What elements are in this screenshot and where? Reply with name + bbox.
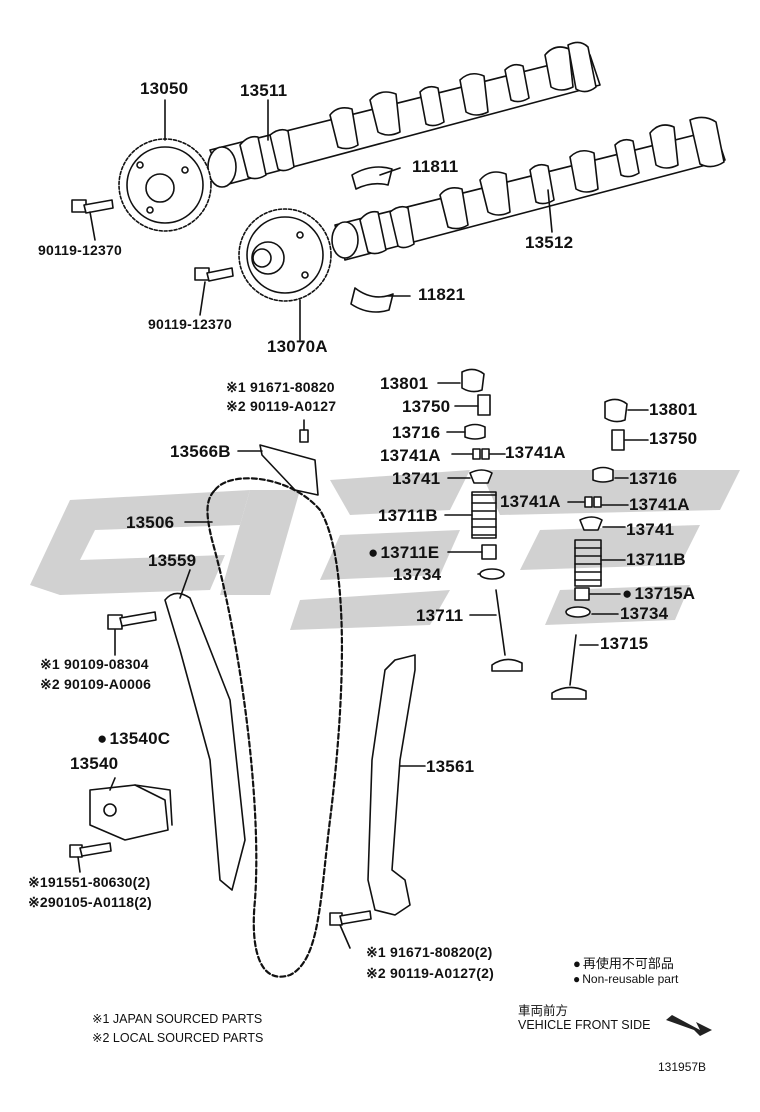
label-13801-left: 13801 [380, 374, 429, 393]
chain-guide-13561 [367, 654, 416, 916]
footnote-japan: ※1 JAPAN SOURCED PARTS [92, 1012, 263, 1026]
label-m2-90105-A0118: ※290105-A0118(2) [28, 894, 152, 910]
valve-cap-13716-left [464, 423, 486, 440]
label-13566B: 13566B [170, 442, 231, 461]
label-13741A-left-2: 13741A [505, 443, 566, 462]
label-13801-right: 13801 [649, 400, 698, 419]
label-11811: 11811 [412, 157, 459, 176]
direction-jp: 車両前方 [518, 1004, 569, 1018]
label-m1-91671-80820: ※1 91671-80820 [226, 379, 335, 395]
spring-seat-13734-left [479, 568, 505, 580]
label-13715: 13715 [600, 634, 649, 653]
label-13506: 13506 [126, 513, 175, 532]
bolt-90119-12370-lower [194, 267, 234, 282]
label-13741-right: 13741 [626, 520, 675, 539]
valve-13715 [551, 634, 599, 700]
label-13750-left: 13750 [402, 397, 451, 416]
bearing-11811 [351, 166, 393, 190]
label-13540C: 13540C [97, 730, 170, 747]
bolt-91671-lower [329, 910, 372, 949]
label-13741A-left-1: 13741A [380, 446, 441, 465]
label-13511: 13511 [240, 81, 288, 100]
label-13559: 13559 [148, 551, 197, 570]
label-13711E: 13711E [368, 544, 439, 561]
tensioner-arm-13559 [164, 592, 246, 891]
legend-nonreusable-jp: 再使用不可部品 [573, 953, 674, 972]
label-11821: 11821 [418, 285, 466, 304]
retainer-13741-left [469, 469, 493, 484]
camshaft-13512 [331, 116, 726, 261]
valve-spring-13711B-left [444, 491, 497, 539]
legend-nonreusable-en: Non-reusable part [573, 972, 678, 986]
label-13711: 13711 [416, 606, 464, 625]
label-13050: 13050 [140, 79, 189, 98]
footnote-local: ※2 LOCAL SOURCED PARTS [92, 1031, 264, 1045]
spring-seat-13734-right [565, 606, 591, 618]
label-13741-left: 13741 [392, 469, 441, 488]
label-13741A-right-1: 13741A [500, 492, 561, 511]
keepers-13741A-left [451, 448, 506, 460]
bolt-90109 [107, 611, 157, 656]
label-13711B-right: 13711B [626, 550, 686, 569]
label-13711B-left: 13711B [378, 506, 438, 525]
label-13540: 13540 [70, 754, 119, 773]
label-13750-right: 13750 [649, 429, 698, 448]
label-13715A: 13715A [622, 585, 695, 602]
direction-en: VEHICLE FRONT SIDE [518, 1018, 651, 1032]
label-m2-90109-A0006: ※2 90109-A0006 [40, 676, 152, 692]
camshaft-13511 [207, 41, 601, 188]
label-13741A-right-2: 13741A [629, 495, 690, 514]
chain-guide-13566B [237, 419, 319, 496]
valve-seal-13715A [574, 587, 590, 601]
diagram-id: 131957B [658, 1060, 707, 1074]
valve-13711 [469, 589, 523, 672]
bearing-11821 [350, 287, 394, 313]
label-90119-12370-lower: 90119-12370 [148, 316, 232, 332]
sprocket-13050 [118, 138, 212, 232]
bolt-90119-12370-upper [71, 199, 114, 214]
rocker-arm-13801-left [437, 368, 485, 393]
valve-cap-13716-right [592, 466, 614, 483]
label-13070A: 13070A [267, 337, 328, 356]
label-13716-left: 13716 [392, 423, 441, 442]
lash-adjuster-13750-left [454, 394, 491, 416]
label-13716-right: 13716 [629, 469, 678, 488]
label-13734-left: 13734 [393, 565, 442, 584]
timing-chain-13506 [206, 477, 343, 978]
front-direction-arrow [666, 1015, 712, 1036]
label-m1-90109-08304: ※1 90109-08304 [40, 656, 149, 672]
label-m2-90119-A0127: ※2 90119-A0127 [226, 398, 337, 414]
valve-seal-13711E [481, 544, 497, 560]
valve-spring-13711B-right [574, 539, 626, 587]
label-90119-12370-upper: 90119-12370 [38, 242, 122, 258]
label-m2-90119-A0127-2: ※2 90119-A0127(2) [366, 965, 494, 981]
sprocket-13070A [238, 208, 332, 302]
bolt-91551 [69, 842, 112, 873]
label-m1-91551-80630: ※191551-80630(2) [28, 874, 151, 890]
tensioner-13540 [89, 777, 173, 841]
label-m1-91671-80820-2: ※1 91671-80820(2) [366, 944, 493, 960]
label-13512: 13512 [525, 233, 574, 252]
rocker-arm-13801-right [604, 398, 649, 423]
label-13561: 13561 [426, 757, 475, 776]
lash-adjuster-13750-right [611, 429, 649, 451]
label-13734-right: 13734 [620, 604, 669, 623]
retainer-13741-right [579, 516, 603, 531]
keepers-13741A-right [567, 496, 629, 508]
